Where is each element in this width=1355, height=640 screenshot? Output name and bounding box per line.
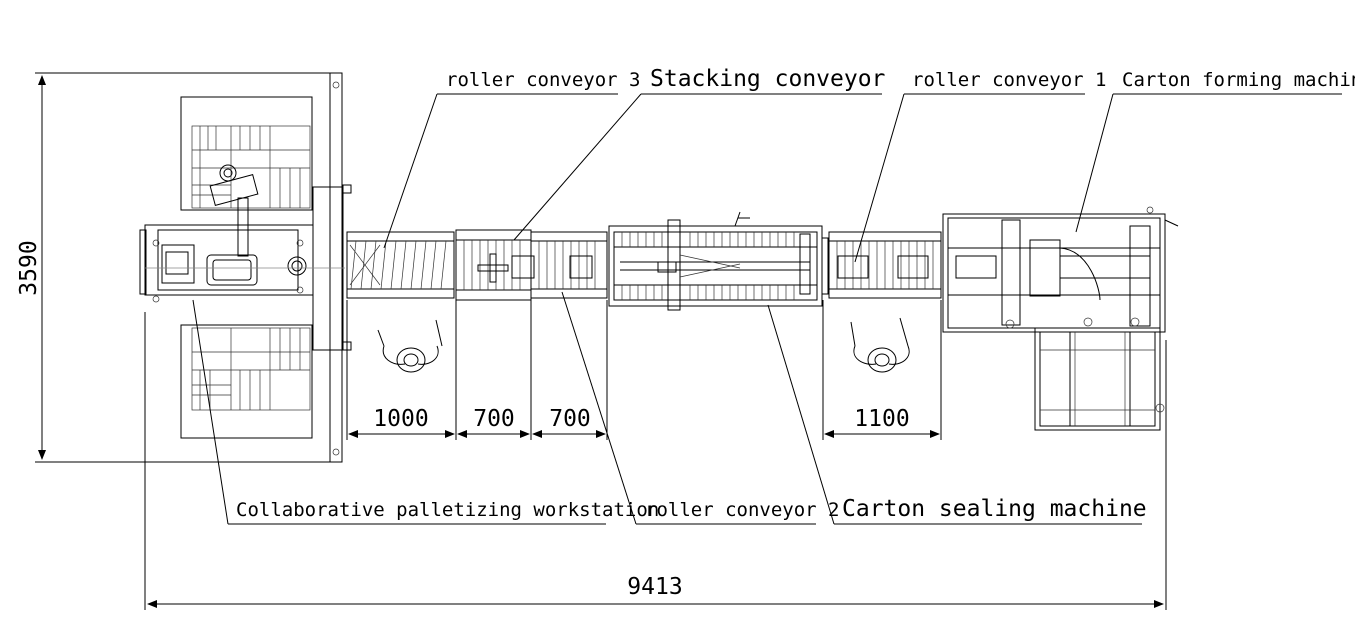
label-stacking-conveyor: Stacking conveyor [650, 66, 885, 92]
label-roller-conveyor-2: roller conveyor 2 [645, 499, 839, 521]
dim-700-a: 700 [473, 406, 515, 432]
label-collaborative-palletizing-workstation: Collaborative palletizing workstation [236, 499, 659, 521]
height-dimension: 3590 [16, 72, 330, 463]
callouts: roller conveyor 3 Stacking conveyor roll… [192, 66, 1355, 525]
roller-conveyor-3-rollers [350, 240, 447, 290]
roller-conveyor-3 [346, 231, 455, 299]
label-roller-conveyor-3: roller conveyor 3 [446, 69, 640, 91]
label-carton-sealing-machine: Carton sealing machine [842, 496, 1147, 522]
dim-9413: 9413 [627, 574, 682, 600]
roller-conveyor-2 [530, 231, 608, 299]
robot-arm [206, 164, 307, 286]
carton-sealing-machine [608, 211, 829, 311]
total-length-dimension: 9413 [144, 312, 1167, 610]
segment-dimensions: 1000 700 700 1100 [346, 300, 942, 440]
label-roller-conveyor-1: roller conveyor 1 [912, 69, 1106, 91]
label-carton-forming-machine: Carton forming machine [1122, 69, 1355, 91]
pallet-bottom-cartons [191, 327, 311, 411]
roller-conveyor-1 [828, 231, 942, 299]
dim-1100: 1100 [854, 406, 909, 432]
carton-forming-machine [942, 206, 1179, 431]
height-dim-label: 3590 [16, 240, 42, 295]
dim-700-b: 700 [549, 406, 591, 432]
dim-1000: 1000 [373, 406, 428, 432]
pallet-top-cartons [191, 125, 311, 209]
operator-1 [377, 319, 443, 373]
stacking-conveyor [455, 229, 535, 301]
operator-2 [850, 317, 910, 373]
palletizing-workstation [139, 72, 352, 463]
